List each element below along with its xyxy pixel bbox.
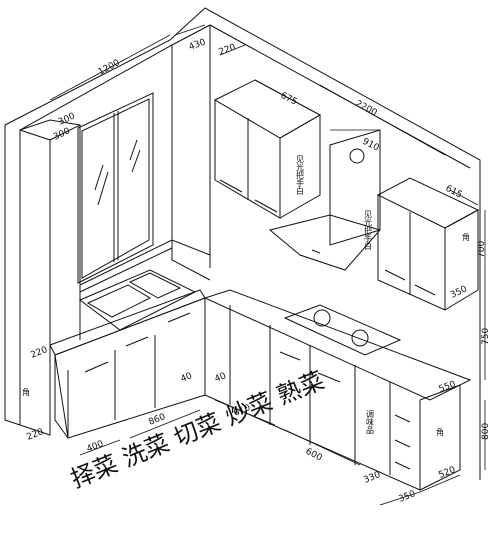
tall-column [19,119,81,436]
dimension-texts: 1200 430 220 300 300 675 2200 910 615 70… [25,37,491,504]
walls [4,7,481,480]
backsplash-left [79,239,211,293]
cabinet-labels: 见光把手白 见光把手白 角 角 角 调味品 [22,155,470,437]
dimension-lines [49,24,486,506]
dim-350-b: 350 [397,489,417,505]
dim-910: 910 [361,137,381,154]
dim-300-a: 300 [57,111,77,127]
dim-350: 350 [449,284,469,300]
dim-600: 600 [304,447,324,464]
dim-430: 430 [188,37,208,52]
window [77,92,154,284]
dim-220: 220 [218,42,238,57]
workflow-text: 择菜 洗菜 切菜 炒菜 熟菜 [67,366,328,493]
dim-800: 800 [481,423,491,440]
label-spice: 调味品 [366,410,375,435]
dim-675: 675 [279,91,299,108]
right-counter [203,289,472,401]
dim-300-b: 300 [52,126,72,142]
dim-550: 550 [438,379,458,394]
dim-40-b: 40 [213,371,228,385]
dim-40-a: 40 [179,371,194,385]
dim-220-b: 220 [29,345,49,361]
dim-220-c: 220 [25,427,45,443]
lower-right-cabinets [204,298,461,491]
label-cabinet-right: 见光把手白 [364,210,373,251]
label-corner-lower: 角 [436,427,444,437]
label-cabinet-left: 见光把手白 [296,155,305,196]
dim-520: 520 [437,465,457,481]
dim-750: 750 [481,328,491,345]
upper-left-cabinet [213,79,322,219]
dim-700: 700 [477,241,487,258]
sink-counter [49,269,206,356]
label-corner-right: 角 [462,232,470,242]
dim-860: 860 [147,412,167,428]
upper-right-cabinet [376,177,480,311]
label-corner-left: 角 [22,387,30,397]
range-hood [268,129,381,271]
